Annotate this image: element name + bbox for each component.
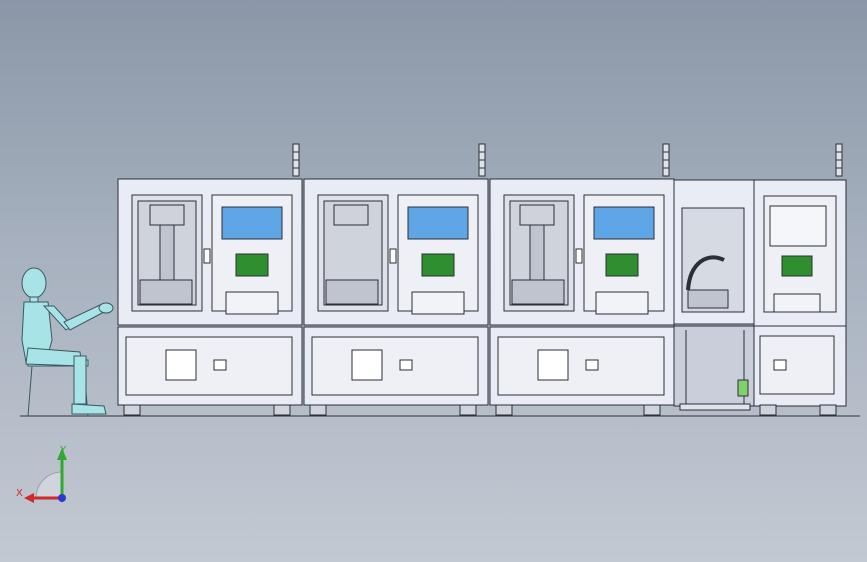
module-5-hmi	[781, 255, 813, 277]
x-axis-label: X	[16, 488, 23, 499]
module-4[interactable]	[673, 179, 755, 411]
y-axis-label: Y	[59, 445, 67, 456]
y-arrowhead	[57, 448, 67, 460]
module-3-hmi	[605, 253, 639, 277]
triad-plane	[35, 471, 63, 499]
module-2-screen	[407, 206, 469, 240]
module-2-hmi	[421, 253, 455, 277]
x-arrowhead	[24, 493, 34, 503]
module-1-hmi	[235, 253, 269, 277]
module-2[interactable]	[303, 143, 489, 416]
module-5[interactable]	[753, 143, 847, 416]
operator-figure	[21, 267, 114, 417]
module-1[interactable]	[117, 143, 303, 416]
axis-triad: Y X	[16, 445, 67, 503]
module-3-screen	[593, 206, 655, 240]
module-1-screen	[221, 206, 283, 240]
z-axis-dot	[58, 494, 66, 502]
module-3[interactable]	[489, 143, 675, 416]
